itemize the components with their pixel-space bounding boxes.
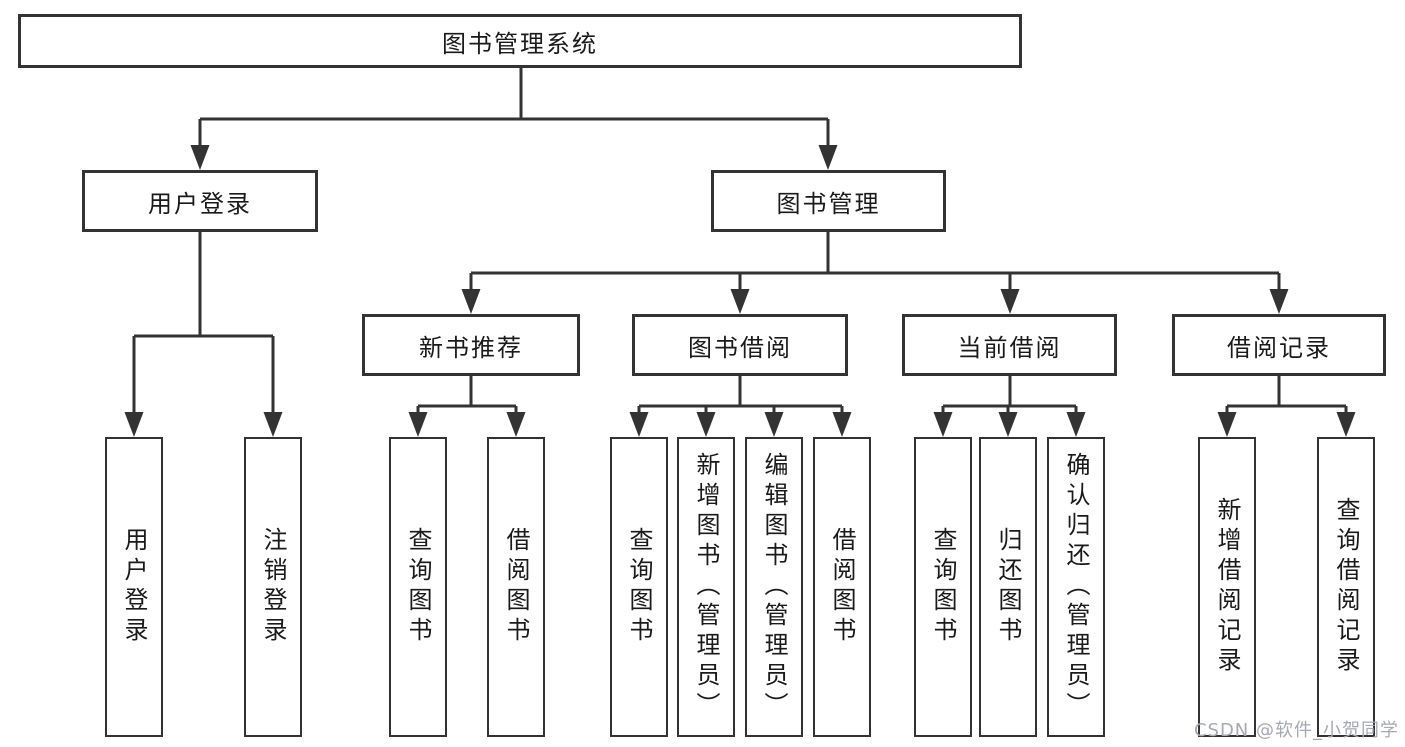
node-label: 图书管理 bbox=[776, 189, 881, 218]
node-current-borrowing: 当前借阅 bbox=[902, 314, 1117, 376]
leaf-label: 编辑图书（管理员） bbox=[760, 452, 788, 722]
leaf-borrow-books-borrowing: 借阅图书 bbox=[813, 437, 871, 737]
connector-segments bbox=[132, 68, 1348, 414]
leaf-user-login: 用户登录 bbox=[105, 437, 163, 737]
leaf-label: 归还图书 bbox=[994, 527, 1022, 647]
leaf-query-books-current: 查询图书 bbox=[914, 437, 972, 737]
leaf-label: 注销登录 bbox=[259, 527, 287, 647]
leaf-query-books-borrowing: 查询图书 bbox=[610, 437, 668, 737]
leaf-label: 查询图书 bbox=[625, 527, 653, 647]
node-new-book-recommendation: 新书推荐 bbox=[362, 314, 580, 376]
leaf-add-borrowing-record: 新增借阅记录 bbox=[1198, 437, 1256, 737]
leaf-add-book-admin: 新增图书（管理员） bbox=[677, 437, 735, 737]
leaf-label: 新增图书（管理员） bbox=[692, 452, 720, 722]
node-label: 当前借阅 bbox=[957, 333, 1062, 362]
leaf-label: 新增借阅记录 bbox=[1213, 497, 1241, 677]
leaf-query-books-recommend: 查询图书 bbox=[389, 437, 447, 737]
node-borrowing-records: 借阅记录 bbox=[1172, 314, 1386, 376]
node-label: 图书借阅 bbox=[688, 333, 792, 362]
leaf-logout: 注销登录 bbox=[244, 437, 302, 737]
node-root: 图书管理系统 bbox=[18, 14, 1022, 68]
node-label: 借阅记录 bbox=[1227, 333, 1331, 362]
node-label: 新书推荐 bbox=[419, 333, 523, 362]
leaf-label: 确认归还（管理员） bbox=[1062, 452, 1090, 722]
leaf-return-book: 归还图书 bbox=[979, 437, 1037, 737]
leaf-label: 查询图书 bbox=[404, 527, 432, 647]
leaf-label: 借阅图书 bbox=[828, 527, 856, 647]
leaf-query-borrowing-record: 查询借阅记录 bbox=[1317, 437, 1375, 737]
leaf-label: 借阅图书 bbox=[502, 527, 530, 647]
leaf-label: 查询图书 bbox=[929, 527, 957, 647]
leaf-label: 用户登录 bbox=[120, 527, 148, 647]
node-book-borrowing: 图书借阅 bbox=[632, 314, 848, 376]
node-book-management: 图书管理 bbox=[711, 170, 946, 232]
leaf-label: 查询借阅记录 bbox=[1332, 497, 1360, 677]
leaf-edit-book-admin: 编辑图书（管理员） bbox=[745, 437, 803, 737]
node-user-login: 用户登录 bbox=[82, 170, 318, 232]
node-label: 用户登录 bbox=[148, 189, 252, 218]
node-label: 图书管理系统 bbox=[442, 29, 598, 58]
leaf-borrow-books-recommend: 借阅图书 bbox=[487, 437, 545, 737]
watermark: CSDN @软件_小贺同学 bbox=[1193, 720, 1399, 741]
connector-arrowheads bbox=[124, 145, 1356, 437]
leaf-confirm-return-admin: 确认归还（管理员） bbox=[1047, 437, 1105, 737]
